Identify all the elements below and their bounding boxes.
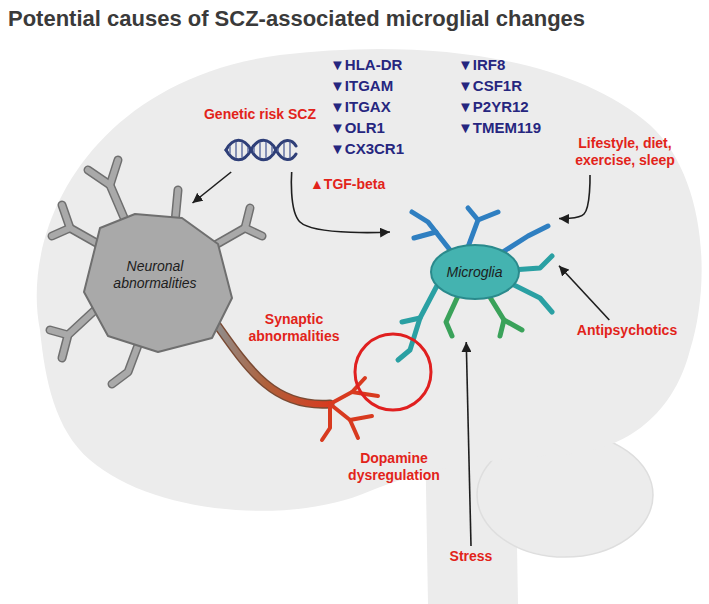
risk-factor: Antipsychotics: [568, 322, 686, 343]
arrow-connector: [291, 172, 390, 233]
dna-rung: [265, 142, 266, 157]
axon-terminals: [322, 378, 378, 440]
node-text: Microglia: [446, 264, 502, 281]
dendrite: [245, 208, 250, 228]
dna-strand: [226, 140, 296, 160]
process: [498, 226, 548, 255]
dna-rung: [247, 148, 248, 153]
process: [446, 296, 458, 336]
process: [398, 280, 440, 360]
process: [414, 232, 436, 238]
gene-marker: ▼ITGAX: [330, 98, 391, 116]
dendrite-fill: [88, 170, 125, 220]
cerebrum: [37, 49, 702, 511]
dna-rung: [253, 148, 254, 153]
dendrite: [112, 340, 140, 384]
dna-rung: [229, 147, 230, 154]
process-label: Synaptic abnormalities: [236, 311, 352, 345]
dna-rung: [283, 143, 284, 156]
dna-rung: [289, 142, 290, 158]
gene-marker: ▼TMEM119: [458, 119, 541, 137]
dendrite: [50, 330, 68, 335]
node-text: Antipsychotics: [577, 322, 677, 339]
process: [508, 282, 552, 312]
risk-factor: Lifestyle, diet, exercise, sleep: [555, 135, 695, 173]
dendrite: [110, 160, 118, 185]
risk-factor: Stress: [443, 548, 499, 569]
edge-label: ▲TGF-beta: [310, 176, 385, 193]
dendrite-fill: [62, 205, 70, 228]
gene-marker: ▼CSF1R: [458, 77, 522, 95]
neuron-soma: [84, 214, 232, 352]
gene-marker: ▼P2YR12: [458, 98, 529, 116]
arrow-connector: [193, 172, 232, 203]
brain-silhouette: [37, 49, 702, 604]
dna-strand: [226, 140, 296, 160]
dendrite-fill: [245, 208, 250, 228]
dendrite: [62, 205, 70, 228]
dna-rung: [277, 149, 278, 151]
process-label: Dopamine dysregulation: [338, 450, 450, 484]
node-text: Neuronal abnormalities: [100, 258, 210, 292]
microglia-body: Microglia: [392, 205, 557, 340]
process: [412, 212, 450, 250]
figure-title: Potential causes of SCZ-associated micro…: [8, 6, 585, 32]
gene-marker: ▼IRF8: [458, 56, 505, 74]
process: [402, 318, 420, 322]
process: [478, 212, 498, 220]
microglia-cell: [398, 208, 552, 360]
dendrite: [88, 170, 125, 220]
process: [468, 208, 478, 247]
dna-rung: [235, 142, 236, 157]
gene-marker: ▼CX3CR1: [330, 140, 404, 158]
node-text: Stress: [450, 548, 493, 565]
arrow-connector: [559, 266, 609, 320]
axon-terminal: [350, 420, 358, 438]
gene-marker: ▼OLR1: [330, 119, 385, 137]
dendrite-fill: [50, 330, 68, 335]
dna-icon: [226, 140, 296, 160]
dendrite-fill: [52, 228, 100, 245]
gene-marker: ▼HLA-DR: [330, 56, 402, 74]
axon-terminal: [330, 404, 372, 420]
dna-rung: [259, 143, 260, 157]
synapse-circle: [355, 334, 431, 410]
dendrite-fill: [110, 160, 118, 185]
axon-terminal: [352, 392, 378, 396]
arrow-connector: [466, 342, 471, 546]
dendrite-fill: [112, 340, 140, 384]
neuron: [50, 160, 378, 440]
dna-rung: [241, 143, 242, 157]
dendrite: [52, 228, 100, 245]
risk-factor: Genetic risk SCZ: [188, 106, 332, 170]
microglia-soma: [431, 245, 519, 299]
axon-terminal: [322, 404, 330, 440]
arrow-connector: [559, 175, 590, 219]
dna-rungs: [230, 142, 290, 158]
process: [504, 320, 522, 330]
dna-rung: [271, 147, 272, 154]
gene-marker: ▼ITGAM: [330, 77, 393, 95]
neuron-body: Neuronal abnormalities: [80, 205, 230, 345]
node-text: Lifestyle, diet, exercise, sleep: [557, 135, 693, 169]
node-text: Genetic risk SCZ: [204, 106, 316, 123]
process: [488, 294, 504, 336]
